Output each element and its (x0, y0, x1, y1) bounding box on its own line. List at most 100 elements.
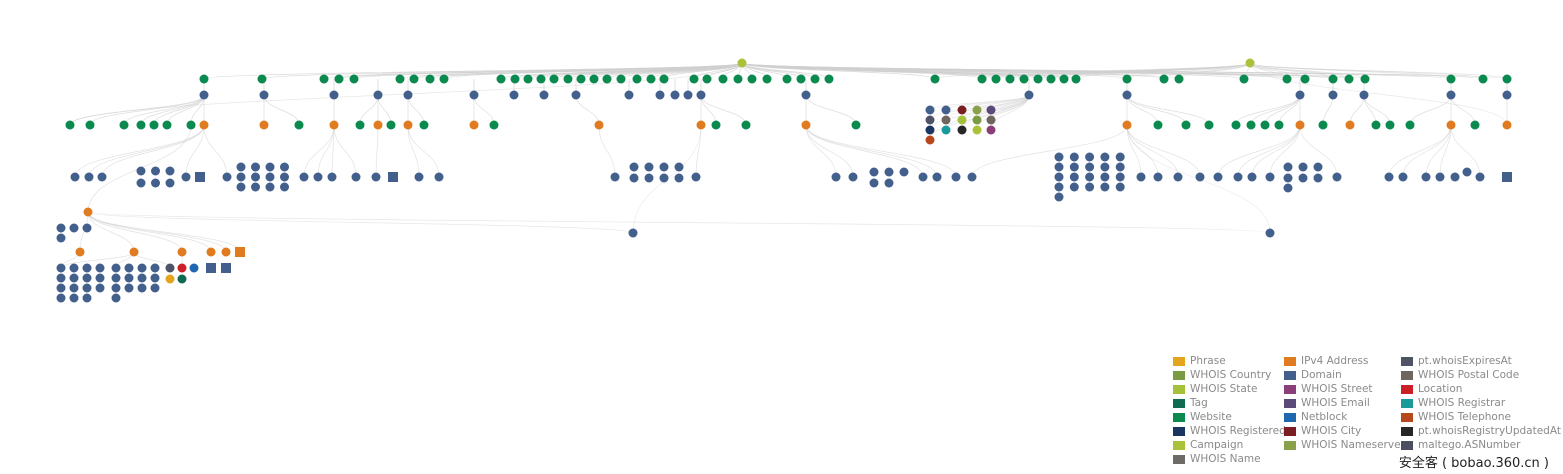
domain-node[interactable] (165, 178, 175, 188)
ipv4-node[interactable] (403, 120, 413, 130)
website-node[interactable] (395, 74, 405, 84)
website-node[interactable] (1059, 74, 1069, 84)
website-node[interactable] (810, 74, 820, 84)
phrase-node[interactable] (165, 274, 175, 284)
domain-node[interactable] (571, 90, 581, 100)
website-node[interactable] (991, 74, 1001, 84)
domain-node[interactable] (1328, 90, 1338, 100)
website-node[interactable] (85, 120, 95, 130)
website-node[interactable] (489, 120, 499, 130)
ipv4-node[interactable] (235, 247, 245, 257)
domain-node[interactable] (1173, 172, 1183, 182)
domain-node[interactable] (1100, 162, 1110, 172)
website-node[interactable] (702, 74, 712, 84)
domain-node[interactable] (1136, 172, 1146, 182)
whois-attribute-node[interactable] (957, 115, 967, 125)
ipv4-node[interactable] (221, 247, 231, 257)
domain-node[interactable] (181, 172, 191, 182)
domain-node[interactable] (869, 178, 879, 188)
domain-node[interactable] (136, 166, 146, 176)
domain-node[interactable] (1195, 172, 1205, 182)
domain-node[interactable] (251, 162, 260, 172)
website-node[interactable] (1274, 120, 1284, 130)
domain-node[interactable] (644, 173, 654, 183)
netblock-node[interactable] (195, 172, 205, 182)
domain-node[interactable] (82, 223, 92, 233)
website-node[interactable] (632, 74, 642, 84)
domain-node[interactable] (313, 172, 323, 182)
domain-node[interactable] (251, 172, 260, 182)
domain-node[interactable] (56, 233, 66, 243)
domain-node[interactable] (403, 90, 413, 100)
domain-node[interactable] (137, 263, 147, 273)
website-node[interactable] (1300, 74, 1310, 84)
ipv4-node[interactable] (83, 207, 93, 217)
domain-node[interactable] (1435, 172, 1445, 182)
tag-node[interactable] (177, 274, 187, 284)
ipv4-node[interactable] (75, 247, 85, 257)
domain-node[interactable] (1069, 182, 1079, 192)
domain-node[interactable] (1153, 172, 1163, 182)
domain-node[interactable] (82, 263, 92, 273)
domain-node[interactable] (137, 283, 147, 293)
whois-attribute-node[interactable] (957, 125, 967, 135)
domain-node[interactable] (1475, 172, 1485, 182)
domain-node[interactable] (884, 178, 894, 188)
domain-node[interactable] (259, 90, 269, 100)
domain-node[interactable] (610, 172, 620, 182)
domain-node[interactable] (1085, 162, 1095, 172)
domain-node[interactable] (1069, 152, 1079, 162)
domain-node[interactable] (932, 172, 942, 182)
website-node[interactable] (1046, 74, 1056, 84)
website-node[interactable] (1502, 74, 1512, 84)
whois-attribute-node[interactable] (986, 105, 996, 115)
website-node[interactable] (1446, 74, 1456, 84)
domain-node[interactable] (1298, 162, 1308, 172)
domain-node[interactable] (869, 167, 879, 177)
domain-node[interactable] (1100, 182, 1110, 192)
website-node[interactable] (1005, 74, 1015, 84)
domain-node[interactable] (82, 273, 92, 283)
website-node[interactable] (257, 74, 267, 84)
domain-node[interactable] (509, 90, 519, 100)
domain-node[interactable] (1054, 152, 1064, 162)
domain-node[interactable] (236, 172, 246, 182)
whois-attribute-node[interactable] (972, 115, 982, 125)
domain-node[interactable] (371, 172, 381, 182)
domain-node[interactable] (327, 172, 337, 182)
domain-node[interactable] (265, 182, 275, 192)
website-node[interactable] (718, 74, 728, 84)
ipv4-node[interactable] (199, 120, 209, 130)
domain-node[interactable] (97, 172, 107, 182)
ipv4-node[interactable] (594, 120, 604, 130)
website-node[interactable] (439, 74, 449, 84)
netblock-node[interactable] (1502, 172, 1512, 182)
website-node[interactable] (1478, 74, 1488, 84)
website-node[interactable] (319, 74, 329, 84)
website-node[interactable] (1181, 120, 1191, 130)
website-node[interactable] (762, 74, 772, 84)
website-node[interactable] (409, 74, 419, 84)
website-node[interactable] (1071, 74, 1081, 84)
ipv4-node[interactable] (1446, 120, 1456, 130)
website-node[interactable] (1360, 74, 1370, 84)
domain-node[interactable] (111, 293, 121, 303)
netblock-node[interactable] (206, 263, 216, 273)
domain-node[interactable] (655, 90, 665, 100)
graph-nodes[interactable] (56, 58, 1513, 303)
domain-node[interactable] (150, 273, 160, 283)
domain-node[interactable] (236, 162, 246, 172)
domain-node[interactable] (628, 228, 638, 238)
ipv4-node[interactable] (1122, 120, 1132, 130)
domain-node[interactable] (951, 172, 961, 182)
domain-node[interactable] (414, 172, 424, 182)
website-node[interactable] (824, 74, 834, 84)
domain-node[interactable] (1298, 173, 1308, 183)
ipv4-node[interactable] (1295, 120, 1305, 130)
website-node[interactable] (349, 74, 359, 84)
domain-node[interactable] (1054, 182, 1064, 192)
domain-node[interactable] (1384, 172, 1394, 182)
asnumber-node[interactable] (165, 263, 175, 273)
domain-node[interactable] (1283, 162, 1293, 172)
